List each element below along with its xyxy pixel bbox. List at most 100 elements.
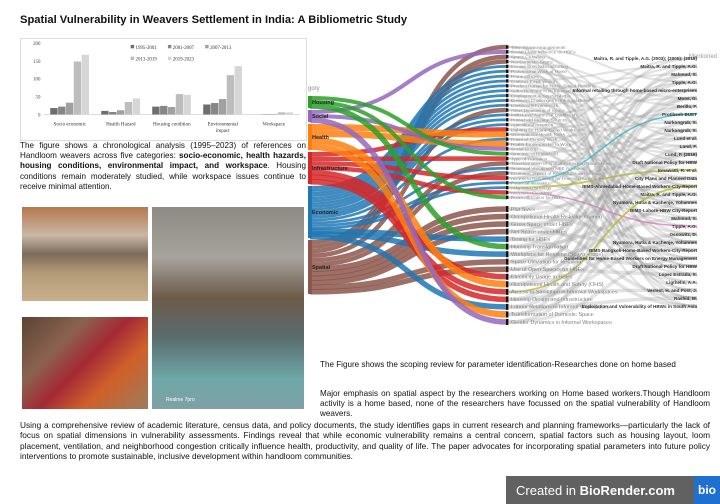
bar-2013-2019 xyxy=(226,75,235,115)
source-label: Draft National Policy for HBW xyxy=(632,264,697,269)
bar-1995-2001 xyxy=(203,104,211,115)
parameter-label: Income from Subcontracting xyxy=(511,64,569,69)
parameter-label: Timing for HBEs xyxy=(511,237,550,243)
parameter-label: Seasonal Variation in HBE Activities xyxy=(511,166,585,171)
source-flow xyxy=(508,133,698,172)
source-flow xyxy=(508,136,698,155)
legend-swatch xyxy=(167,56,172,61)
source-flow xyxy=(508,157,698,196)
parameter-node xyxy=(506,266,509,273)
legend-swatch xyxy=(205,44,209,49)
source-flow xyxy=(508,84,698,276)
bar-2013-2019 xyxy=(73,61,82,115)
source-flow xyxy=(508,55,698,196)
source-label: Nyamora, Hutia & Kachenje, Yohannes xyxy=(613,240,698,245)
source-flow xyxy=(508,88,698,302)
source-flow xyxy=(508,45,698,84)
parameter-node xyxy=(506,127,509,132)
parameter-node xyxy=(506,152,509,156)
source-flow xyxy=(508,214,698,244)
source-label: Osnowitz, D. xyxy=(669,232,697,237)
parameter-label: Access to Resources for Housing Househol… xyxy=(511,176,605,181)
source-flow xyxy=(508,72,698,194)
sankey-finding: Major emphasis on spatial aspect by the … xyxy=(320,389,710,418)
source-flow xyxy=(508,229,698,252)
source-label: IEMS-Ahmedabad-Home-Based Workers-City-R… xyxy=(582,184,697,189)
bar-2007-2013 xyxy=(65,102,74,115)
source-flow xyxy=(508,144,698,165)
caption-text-end: . Housing conditions remain moderately s… xyxy=(20,161,307,191)
parameter-node xyxy=(506,59,509,64)
parameter-label: Adaptation Strategy xyxy=(511,185,552,190)
source-flow xyxy=(508,185,698,293)
y-tick-label: 0 xyxy=(38,113,41,118)
source-flow xyxy=(508,191,698,227)
category-flow xyxy=(309,178,508,303)
bar-1995-2001 xyxy=(50,108,58,115)
photo-watermark: Realme 7pro xyxy=(166,397,195,403)
bar-1995-2001 xyxy=(101,110,109,115)
parameter-node xyxy=(506,132,509,136)
badge-text: Created in BioRender.com xyxy=(506,483,694,498)
parameter-node xyxy=(506,161,509,166)
parameter-label: Occupational Health Risks for Women xyxy=(511,214,602,220)
source-flow xyxy=(508,64,698,83)
source-flow xyxy=(508,88,698,160)
source-flow xyxy=(508,72,698,92)
source-flow xyxy=(508,99,698,292)
parameter-node xyxy=(506,156,509,161)
source-flow xyxy=(508,232,698,287)
source-flow xyxy=(508,79,698,220)
parameter-label: Space Crowding xyxy=(511,55,545,60)
bar-2001-2007 xyxy=(109,111,117,115)
source-label: Lund et al. xyxy=(674,136,697,141)
parameter-label: Workplace for Retailing (Spaza shops) xyxy=(511,252,603,258)
source-label: Lund, F. (2016) xyxy=(665,152,697,157)
category-flow xyxy=(309,114,508,151)
parameter-label: Occupational Health Risks xyxy=(511,132,566,137)
legend-label: 2007-2013 xyxy=(210,46,232,51)
source-flow xyxy=(508,108,698,300)
parameter-label: Multi-Level Nature of Livelihoods xyxy=(511,113,578,118)
source-flow xyxy=(508,169,698,189)
source-flow xyxy=(508,136,698,219)
bar-2001-2007 xyxy=(58,106,66,115)
parameter-label: Economic Impact of Rural HBEs on Housing xyxy=(511,171,602,176)
legend-swatch xyxy=(130,56,135,61)
source-label: Maitra, R. and Tipple, A.G. xyxy=(640,192,697,197)
source-flow xyxy=(508,70,698,108)
parameter-node xyxy=(506,281,509,288)
parameter-label: Agricultural Activities xyxy=(511,122,554,127)
bar-2007-2013 xyxy=(116,110,125,115)
parameter-label: Net Space under HBEs xyxy=(511,229,567,235)
parameter-label: Access to Electricity xyxy=(511,190,553,195)
parameter-node xyxy=(506,55,509,59)
source-label: Berilla, F. xyxy=(677,104,697,109)
parameter-node xyxy=(506,258,509,265)
category-label: Economic xyxy=(312,210,338,216)
parameter-node xyxy=(506,166,509,170)
x-tick-label: Housing condition xyxy=(153,121,191,127)
source-label: Narkongrab, S. xyxy=(664,128,697,133)
parameter-label: Net Domestic Space xyxy=(511,59,553,64)
source-flow xyxy=(508,89,698,180)
parameter-label: Lighting for Home-Based Workers xyxy=(511,127,581,132)
parameter-node xyxy=(506,311,509,318)
bar-1995-2001 xyxy=(152,106,160,115)
parameter-label: Sales Revenue from Informal Retail xyxy=(511,88,584,93)
source-flow xyxy=(508,99,698,188)
parameter-node xyxy=(506,176,509,180)
biorender-badge[interactable]: Created in BioRender.com bio xyxy=(506,476,720,504)
source-flow xyxy=(508,240,698,302)
summary-paragraph: Using a comprehensive review of academic… xyxy=(20,420,710,461)
source-flow xyxy=(508,128,698,199)
parameter-label: Social Group xyxy=(511,147,538,152)
x-tick-label: impact xyxy=(216,128,230,134)
parameter-label: Household Income Sources xyxy=(511,118,568,123)
category-flow xyxy=(309,89,508,203)
parameter-label: Product Range for Home-Based Retailing xyxy=(511,84,596,89)
y-tick-label: 50 xyxy=(36,96,41,101)
source-flow xyxy=(508,123,698,212)
